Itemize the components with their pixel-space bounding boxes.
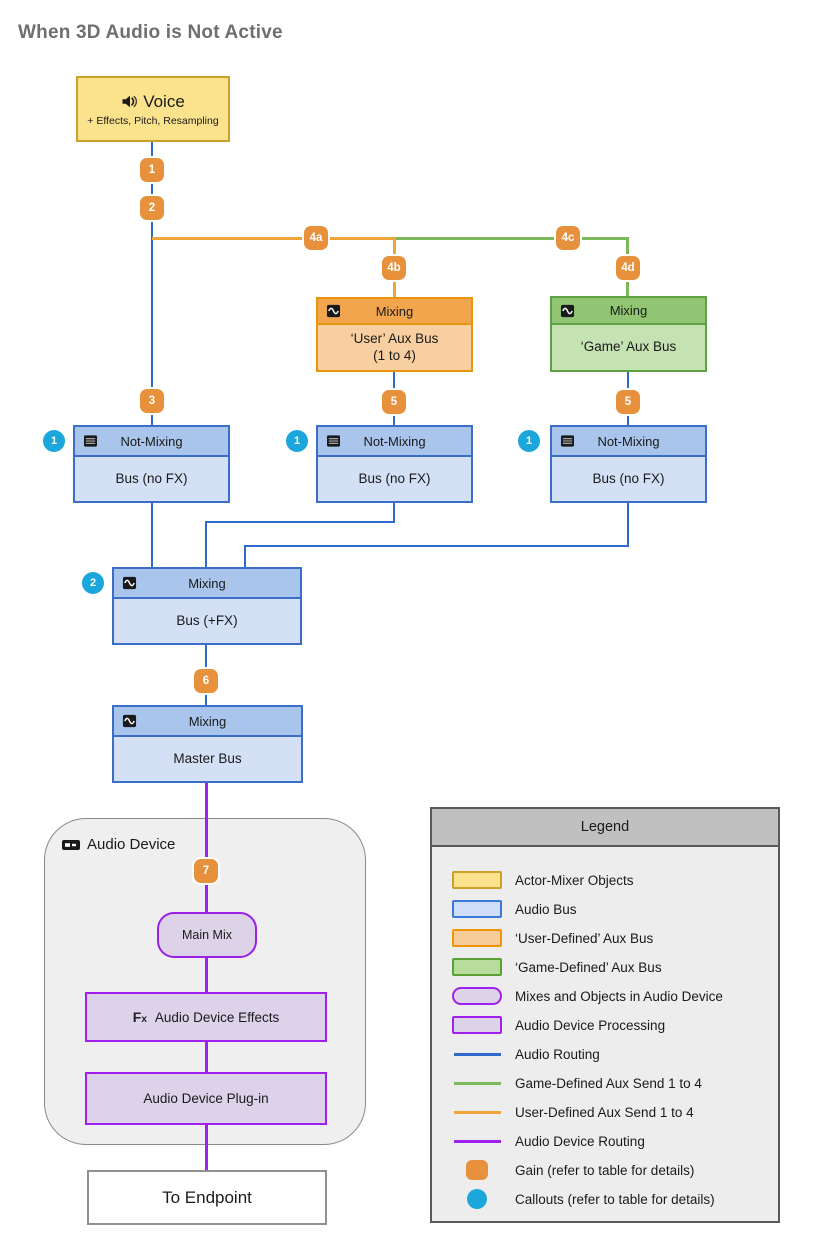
fx-icon: Fx — [132, 1009, 147, 1025]
main-mix-node: Main Mix — [157, 912, 257, 958]
mixing-bus-fx-node: Mixing Bus (+FX) — [112, 567, 302, 645]
audio-bus-swatch — [452, 900, 502, 918]
gain-badge-3: 3 — [140, 389, 164, 413]
not-mixing-bus-node: Not-Mixing Bus (no FX) — [73, 425, 230, 503]
callout-swatch — [467, 1189, 487, 1209]
to-endpoint-label: To Endpoint — [162, 1187, 252, 1207]
not-mixing-bus-node: Not-Mixing Bus (no FX) — [316, 425, 473, 503]
game-aux-body-label: ‘Game’ Aux Bus — [580, 339, 677, 355]
master-bus-node: Mixing Master Bus — [112, 705, 303, 783]
user-aux-body-line1: ‘User’ Aux Bus — [350, 330, 439, 346]
game-aux-header-label: Mixing — [609, 303, 648, 318]
actor-mixer-swatch — [452, 871, 502, 889]
game-aux-send-line — [395, 237, 629, 240]
audio-device-routing-line — [205, 783, 208, 1170]
user-aux-send-swatch — [453, 1110, 501, 1114]
audio-routing-line — [205, 521, 207, 567]
master-bus-header-label: Mixing — [188, 713, 227, 729]
gain-badge-4b: 4b — [382, 256, 406, 280]
audio-device-effects-label: Audio Device Effects — [154, 1009, 280, 1025]
voice-sound-icon — [121, 94, 138, 109]
gain-badge-6: 6 — [194, 669, 218, 693]
legend-panel: Legend Actor-Mixer Objects Audio Bus ‘Us… — [430, 807, 780, 1223]
audio-routing-line — [151, 503, 153, 567]
game-aux-bus-node: Mixing ‘Game’ Aux Bus — [550, 296, 707, 372]
game-aux-send-swatch — [453, 1081, 501, 1085]
voice-subtitle: + Effects, Pitch, Resampling — [87, 114, 219, 127]
legend-item: ‘User-Defined’ Aux Bus — [452, 928, 778, 948]
legend-item: Actor-Mixer Objects — [452, 870, 778, 890]
legend-body: Actor-Mixer Objects Audio Bus ‘User-Defi… — [432, 847, 778, 1209]
gain-badge-4c: 4c — [556, 226, 580, 250]
mix-bus-body-label: Bus (+FX) — [176, 612, 238, 628]
legend-item: User-Defined Aux Send 1 to 4 — [452, 1102, 778, 1122]
voice-label: Voice — [143, 91, 185, 111]
audio-routing-line — [627, 503, 629, 547]
bus-header-label: Not-Mixing — [120, 433, 183, 449]
bus-header-label: Not-Mixing — [363, 433, 426, 449]
gain-badge-4d: 4d — [616, 256, 640, 280]
audio-routing-line — [393, 503, 395, 523]
gain-badge-7: 7 — [194, 859, 218, 883]
callout-badge-1: 1 — [43, 430, 65, 452]
audio-routing-swatch — [453, 1052, 501, 1056]
audio-routing-line — [151, 142, 153, 425]
gain-badge-2: 2 — [140, 196, 164, 220]
gain-swatch — [466, 1160, 488, 1180]
bus-body-label: Bus (no FX) — [115, 470, 188, 486]
bus-header-label: Not-Mixing — [597, 433, 660, 449]
audio-device-label: Audio Device — [62, 836, 175, 853]
not-mixing-bus-node: Not-Mixing Bus (no FX) — [550, 425, 707, 503]
mix-bus-header-label: Mixing — [188, 575, 226, 591]
user-aux-body-line2: (1 to 4) — [373, 347, 416, 363]
legend-item: Audio Bus — [452, 899, 778, 919]
not-mixing-icon — [83, 435, 98, 448]
callout-badge-1: 1 — [518, 430, 540, 452]
voice-node: Voice + Effects, Pitch, Resampling — [76, 76, 230, 142]
mixing-icon — [122, 714, 137, 728]
audio-routing-line — [244, 545, 246, 567]
mixing-icon — [560, 304, 575, 318]
user-aux-swatch — [452, 929, 502, 947]
legend-item: Gain (refer to table for details) — [452, 1160, 778, 1180]
audio-device-plugin-node: Audio Device Plug-in — [85, 1072, 327, 1125]
legend-item: Game-Defined Aux Send 1 to 4 — [452, 1073, 778, 1093]
audio-device-plugin-label: Audio Device Plug-in — [143, 1091, 269, 1106]
page-title: When 3D Audio is Not Active — [18, 22, 283, 43]
legend-item: Audio Device Processing — [452, 1015, 778, 1035]
game-aux-swatch — [452, 958, 502, 976]
legend-item: Audio Routing — [452, 1044, 778, 1064]
gain-badge-4a: 4a — [304, 226, 328, 250]
legend-item: Audio Device Routing — [452, 1131, 778, 1151]
audio-routing-line — [244, 545, 629, 547]
mixing-icon — [122, 576, 137, 590]
user-aux-header-label: Mixing — [375, 303, 414, 319]
to-endpoint-node: To Endpoint — [87, 1170, 327, 1225]
legend-title: Legend — [432, 809, 778, 847]
bus-body-label: Bus (no FX) — [358, 470, 431, 486]
legend-item: Callouts (refer to table for details) — [452, 1189, 778, 1209]
gain-badge-5b: 5 — [616, 390, 640, 414]
audio-device-icon — [62, 839, 80, 850]
audio-device-effects-node: Fx Audio Device Effects — [85, 992, 327, 1042]
not-mixing-icon — [560, 435, 575, 448]
audio-routing-line — [205, 521, 395, 523]
legend-item: Mixes and Objects in Audio Device — [452, 986, 778, 1006]
user-aux-bus-node: Mixing ‘User’ Aux Bus (1 to 4) — [316, 297, 473, 372]
device-processing-swatch — [452, 1016, 502, 1034]
gain-badge-1: 1 — [140, 158, 164, 182]
mixing-icon — [326, 304, 341, 318]
not-mixing-icon — [326, 435, 341, 448]
callout-badge-1: 1 — [286, 430, 308, 452]
legend-item: ‘Game-Defined’ Aux Bus — [452, 957, 778, 977]
user-aux-send-line — [152, 237, 395, 240]
master-bus-body-label: Master Bus — [173, 750, 242, 766]
device-routing-swatch — [453, 1139, 501, 1143]
device-mixes-swatch — [452, 987, 502, 1005]
main-mix-label: Main Mix — [181, 928, 232, 942]
gain-badge-5: 5 — [382, 390, 406, 414]
bus-body-label: Bus (no FX) — [592, 470, 665, 486]
callout-badge-2: 2 — [82, 572, 104, 594]
